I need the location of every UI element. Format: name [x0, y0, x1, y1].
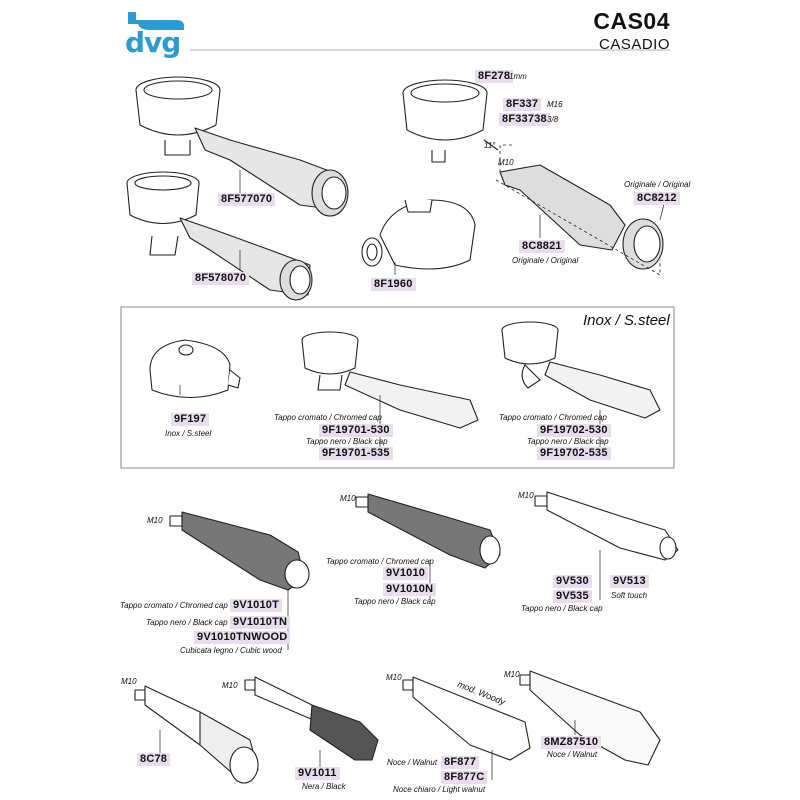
part-note: Originale / Original: [624, 180, 691, 189]
part-note: Soft touch: [611, 591, 648, 600]
portafilter-single-drawing: [126, 171, 313, 301]
part-code: 8F877C: [441, 771, 488, 784]
part-code: 9V1010TNWOOD: [194, 631, 291, 644]
handle-9v530-drawing: [534, 491, 679, 561]
thread-note: M10: [147, 516, 163, 525]
part-code: 9F19701-535: [319, 447, 393, 460]
part-note: 1mm: [509, 72, 527, 81]
part-note: Noce / Walnut: [387, 758, 438, 767]
part-code: 8F577070: [218, 193, 276, 206]
part-note: Nera / Black: [302, 782, 346, 791]
handle-9v1010t-drawing: [169, 511, 310, 591]
part-note: Originale / Original: [512, 256, 579, 265]
part-note: Tappo cromato / Chromed cap: [274, 413, 382, 422]
part-code: 9F197: [171, 413, 210, 426]
portafilter-casadio-drawing: [402, 79, 664, 270]
inox-section-title: Inox / S.steel: [583, 312, 670, 329]
handle-9v1010-drawing: [355, 493, 501, 569]
part-note: 3/8: [547, 115, 559, 124]
thread-note: M10: [386, 673, 402, 682]
inox-frame: [120, 306, 675, 469]
part-code: 9V1011: [295, 767, 340, 780]
part-code: 9V535: [553, 590, 592, 603]
handle-8mz87510-drawing: [519, 670, 661, 766]
thread-note: M10: [340, 494, 356, 503]
thread-note: M10: [498, 158, 514, 167]
part-code: 9F19702-535: [537, 447, 611, 460]
part-note: Tappo nero / Black cap: [306, 437, 388, 446]
handle-8f877-drawing: [402, 676, 531, 761]
part-note: Tappo cromato / Chromed cap: [326, 557, 434, 566]
part-code: 8C8821: [519, 240, 565, 253]
part-note: Tappo nero / Black cap: [527, 437, 609, 446]
part-code: 9F19702-530: [537, 424, 611, 437]
angle-note: 11°: [484, 141, 496, 150]
part-code: 8F337: [503, 98, 542, 111]
part-code: 9V513: [610, 575, 649, 588]
part-note: Tappo cromato / Chromed cap: [120, 601, 228, 610]
dvg-logo: dvg: [125, 26, 181, 59]
part-note: Tappo nero / Black cap: [146, 618, 228, 627]
portafilter-steel-double-drawing: [301, 331, 479, 429]
brand-name: CASADIO: [598, 36, 670, 53]
handle-8c78-drawing: [134, 685, 259, 784]
part-code: 8F877: [441, 756, 480, 769]
spout-block-drawing: [361, 199, 476, 270]
part-code: 9V1010N: [383, 583, 437, 596]
part-code: 9F19701-530: [319, 424, 393, 437]
part-note: Inox / S.steel: [165, 429, 212, 438]
part-note: Noce chiaro / Light walnut: [393, 785, 486, 794]
model-title: CAS04: [593, 8, 670, 34]
portafilter-double-drawing: [135, 76, 349, 217]
part-code: 8F278: [475, 70, 514, 83]
part-code: 9V1010T: [230, 599, 283, 612]
part-note: Tappo nero / Black cap: [521, 604, 603, 613]
thread-note: M10: [504, 670, 520, 679]
part-note: Tappo nero / Black cap: [354, 597, 436, 606]
part-code: 9V1010TN: [230, 616, 291, 629]
part-note: Cubicata legno / Cubic wood: [180, 646, 282, 655]
part-code: 9V530: [553, 575, 592, 588]
thread-note: M10: [518, 491, 534, 500]
part-note: M16: [547, 100, 563, 109]
part-code: 8F33738: [499, 113, 550, 126]
part-note: Noce / Walnut: [547, 750, 598, 759]
thread-note: M10: [222, 681, 238, 690]
spout-steel-drawing: [149, 339, 241, 398]
part-code: 8F1960: [371, 278, 416, 291]
part-code: 8C78: [137, 753, 171, 766]
handle-9v1011-drawing: [244, 676, 379, 761]
part-code: 8F578070: [192, 272, 250, 285]
dvg-logo-icon: [128, 12, 184, 30]
thread-note: M10: [121, 677, 137, 686]
part-code: 9V1010: [383, 567, 429, 580]
portafilter-steel-single-drawing: [501, 321, 661, 419]
part-code: 8MZ87510: [541, 736, 602, 749]
part-code: 8C8212: [634, 192, 680, 205]
part-note: Tappo cromato / Chromed cap: [499, 413, 607, 422]
